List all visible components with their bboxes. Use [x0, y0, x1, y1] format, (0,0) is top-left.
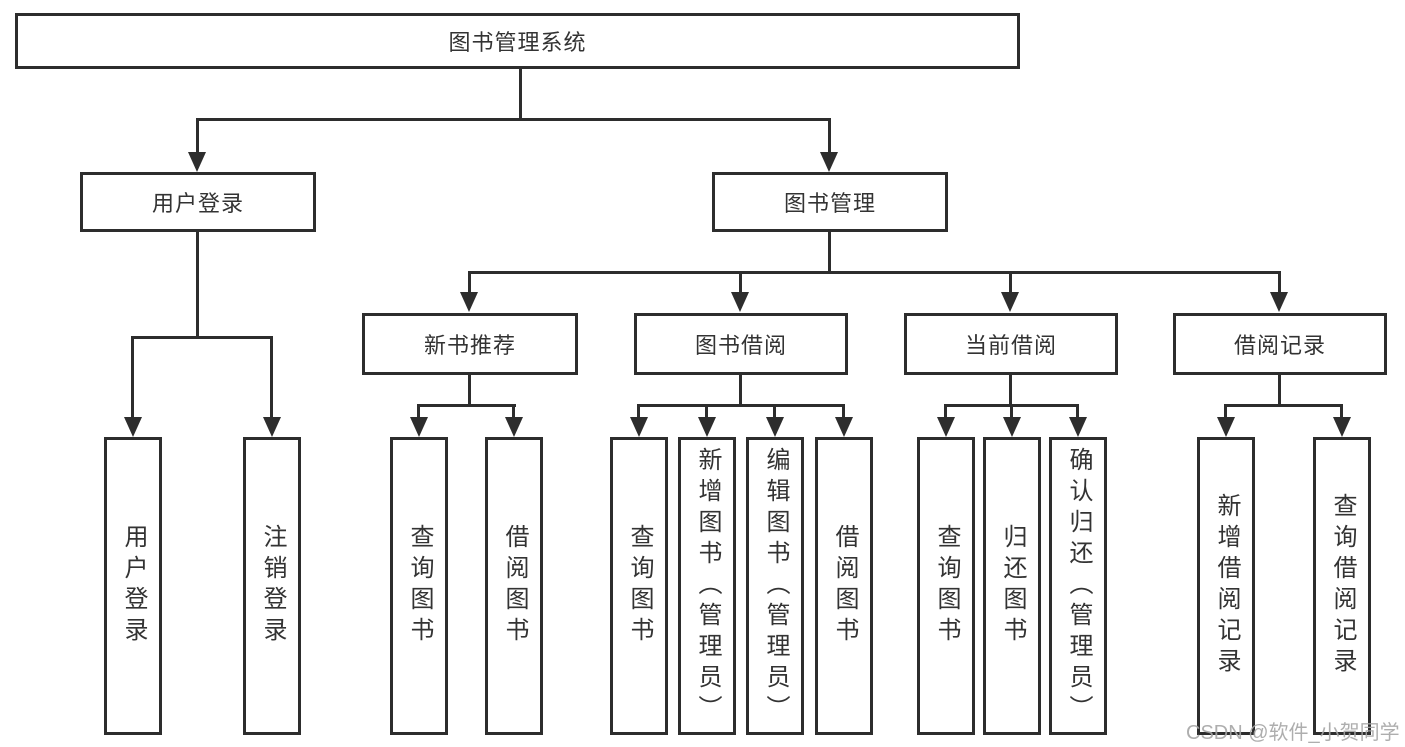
connector-line	[1224, 404, 1343, 407]
arrow-head	[835, 417, 853, 437]
arrow-head	[820, 152, 838, 172]
node-label: 注销登录	[259, 524, 286, 648]
arrow-head	[937, 417, 955, 437]
node-label: 当前借阅	[964, 333, 1057, 358]
arrow-head	[124, 417, 142, 437]
node-label: 图书管理	[783, 191, 876, 216]
connector-line	[468, 271, 1281, 274]
connector-line	[196, 118, 199, 156]
connector-line	[1009, 271, 1012, 296]
node-current-borrow: 当前借阅	[904, 313, 1118, 375]
node-nb-borrow-books: 借阅图书	[485, 437, 543, 735]
arrow-head	[505, 417, 523, 437]
arrow-head	[1333, 417, 1351, 437]
node-label: 查询借阅记录	[1329, 493, 1356, 679]
node-label: 图书管理系统	[448, 30, 587, 55]
arrow-head	[263, 417, 281, 437]
connector-line	[1224, 404, 1227, 421]
node-bb-borrow-books: 借阅图书	[815, 437, 873, 735]
connector-line	[417, 404, 420, 421]
connector-line	[131, 336, 273, 339]
connector-line	[512, 404, 515, 421]
node-cb-confirm-return-admin: 确认归还（管理员）	[1049, 437, 1107, 735]
connector-line	[1340, 404, 1343, 421]
node-label: 图书借阅	[694, 333, 787, 358]
connector-line	[417, 404, 516, 407]
node-label: 编辑图书（管理员）	[762, 446, 789, 726]
node-br-add-record: 新增借阅记录	[1197, 437, 1255, 735]
connector-line	[828, 118, 831, 156]
arrow-head	[731, 292, 749, 312]
node-label: 归还图书	[999, 524, 1026, 648]
node-cb-return-books: 归还图书	[983, 437, 1041, 735]
node-br-query-record: 查询借阅记录	[1313, 437, 1371, 735]
connector-line	[468, 271, 471, 296]
connector-line	[944, 404, 947, 421]
node-user-login: 用户登录	[80, 172, 316, 232]
node-label: 新书推荐	[423, 333, 516, 358]
node-label: 借阅图书	[831, 524, 858, 648]
watermark: CSDN @软件_小贺同学	[1186, 722, 1400, 744]
connector-line	[828, 232, 831, 274]
node-label: 查询图书	[933, 524, 960, 648]
node-book-management: 图书管理	[712, 172, 948, 232]
node-label: 用户登录	[120, 524, 147, 648]
node-new-book-recommend: 新书推荐	[362, 313, 578, 375]
arrow-head	[630, 417, 648, 437]
node-label: 新增借阅记录	[1213, 493, 1240, 679]
node-nb-query-books: 查询图书	[390, 437, 448, 735]
connector-line	[637, 404, 845, 407]
node-label: 确认归还（管理员）	[1065, 446, 1092, 726]
node-bb-query-books: 查询图书	[610, 437, 668, 735]
node-bb-edit-books-admin: 编辑图书（管理员）	[746, 437, 804, 735]
connector-line	[1278, 375, 1281, 407]
arrow-head	[1003, 417, 1021, 437]
connector-line	[739, 375, 742, 407]
arrow-head	[410, 417, 428, 437]
connector-line	[773, 404, 776, 421]
node-user-login-action: 用户登录	[104, 437, 162, 735]
connector-line	[705, 404, 708, 421]
connector-line	[1278, 271, 1281, 296]
connector-line	[842, 404, 845, 421]
node-borrow-records: 借阅记录	[1173, 313, 1387, 375]
node-book-borrow: 图书借阅	[634, 313, 848, 375]
connector-line	[468, 375, 471, 407]
connector-line	[270, 336, 273, 421]
node-bb-add-books-admin: 新增图书（管理员）	[678, 437, 736, 735]
node-label: 新增图书（管理员）	[694, 446, 721, 726]
arrow-head	[1069, 417, 1087, 437]
node-label: 用户登录	[151, 191, 244, 216]
node-label: 查询图书	[626, 524, 653, 648]
arrow-head	[1270, 292, 1288, 312]
connector-line	[196, 118, 831, 121]
arrow-head	[698, 417, 716, 437]
node-logout: 注销登录	[243, 437, 301, 735]
node-label: 借阅记录	[1233, 333, 1326, 358]
arrow-head	[188, 152, 206, 172]
node-cb-query-books: 查询图书	[917, 437, 975, 735]
connector-line	[519, 68, 522, 121]
arrow-head	[460, 292, 478, 312]
arrow-head	[1001, 292, 1019, 312]
connector-line	[196, 232, 199, 338]
arrow-head	[766, 417, 784, 437]
connector-line	[637, 404, 640, 421]
connector-line	[1076, 404, 1079, 421]
connector-line	[131, 336, 134, 421]
node-library-management-system: 图书管理系统	[15, 13, 1020, 69]
connector-line	[1010, 404, 1013, 421]
arrow-head	[1217, 417, 1235, 437]
connector-line	[1009, 375, 1012, 407]
node-label: 查询图书	[406, 524, 433, 648]
node-label: 借阅图书	[501, 524, 528, 648]
connector-line	[739, 271, 742, 296]
